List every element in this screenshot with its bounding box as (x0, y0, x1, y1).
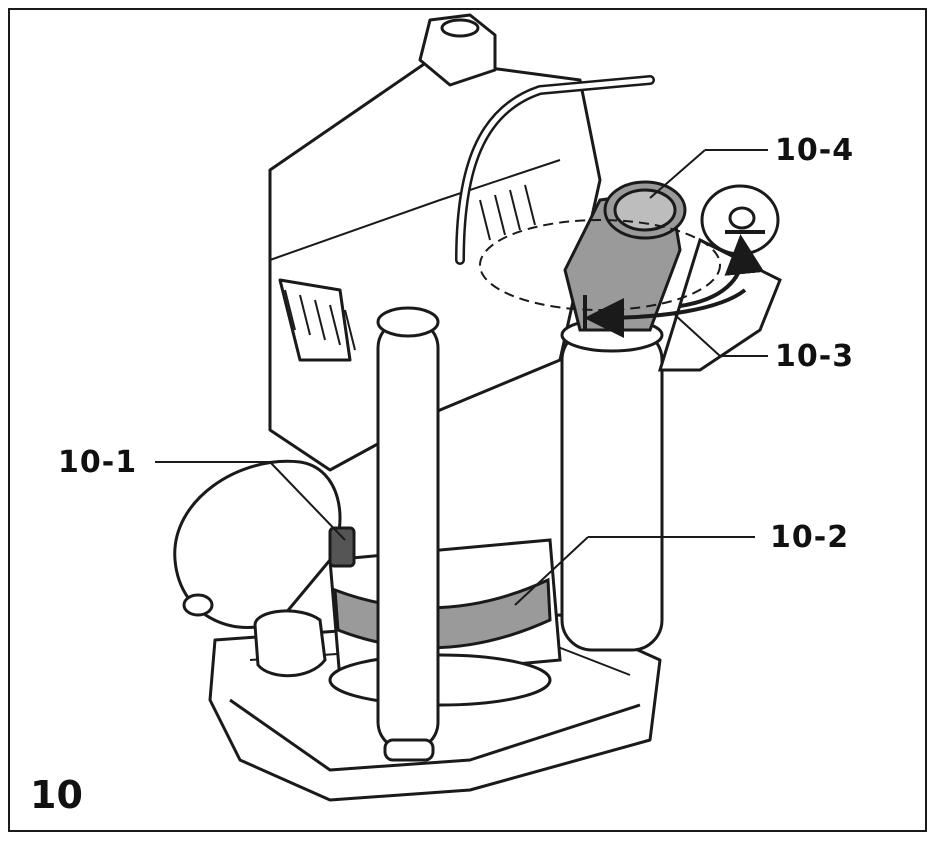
rear-column (560, 317, 664, 652)
motor-housing (268, 13, 602, 472)
front-column (376, 306, 440, 762)
rotation-arrow-up (679, 234, 765, 308)
leader-line-10-3-diag (674, 314, 721, 357)
callout-10-4: 10-4 (775, 133, 855, 168)
suction-nozzle (563, 180, 687, 332)
callout-10-3: 10-3 (775, 339, 855, 374)
leader-line-10-1-diag (269, 461, 346, 541)
leader-line-10-4-diag (649, 149, 706, 199)
leader-line-10-2-diag (514, 536, 589, 606)
rotation-arrow-left (584, 288, 747, 338)
handle (173, 459, 356, 629)
figure-number: 10 (30, 773, 83, 817)
collet-body (328, 538, 562, 707)
callout-10-2: 10-2 (770, 520, 850, 555)
locking-knob (253, 609, 327, 678)
callout-10-1: 10-1 (58, 445, 138, 480)
